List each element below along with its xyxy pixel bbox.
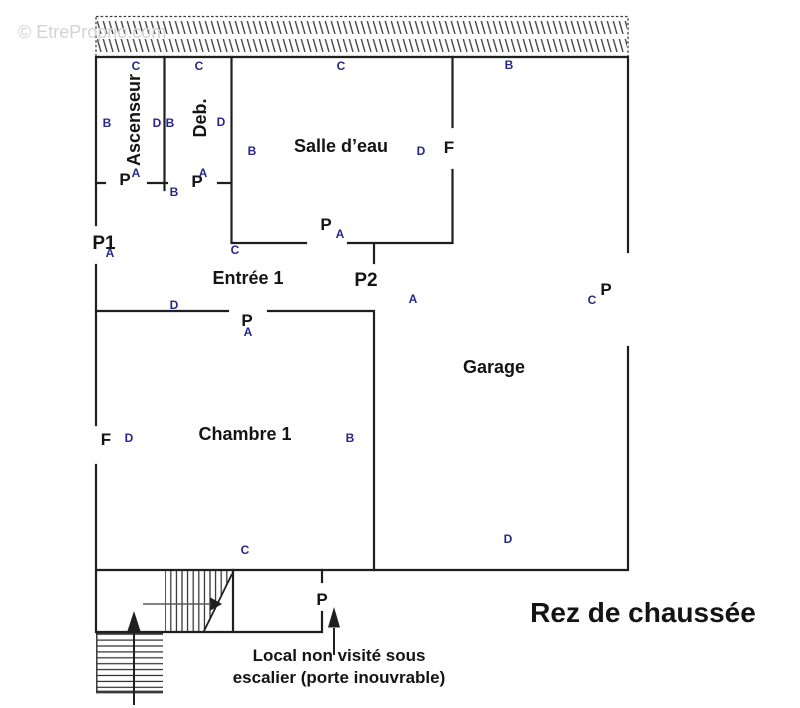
marker-d-salle-right: D [417,144,426,158]
marker-a-door-deb: A [199,166,208,180]
marker-d-chambre-window: D [125,431,134,445]
door-label-deb: P [191,172,202,191]
stairs-right-arrow-head [210,597,222,611]
room-label-entree: Entrée 1 [212,268,283,288]
marker-a-door-salle: A [336,227,345,241]
marker-c-entree-corner: C [231,243,240,257]
window-label-salle-deau: F [444,138,454,157]
annex-door-arrow-head [328,607,340,628]
hatch-row-top [97,21,627,34]
marker-b-deb-left: B [166,116,175,130]
annex-walls [94,568,324,634]
marker-d-ascenseur-right: D [153,116,162,130]
interior-walls [94,55,454,572]
outer-walls [94,55,630,634]
marker-c-salle-top: C [337,59,346,73]
room-label-ascenseur: Ascenseur [124,74,144,166]
door-label-p1: P1 [92,233,116,254]
room-label-deb: Deb. [190,98,210,137]
room-label-chambre: Chambre 1 [198,424,291,444]
marker-c-ascenseur-top: C [132,59,141,73]
marker-d-garage-bottom: D [504,532,513,546]
marker-c-deb-top: C [195,59,204,73]
watermark-text: © EtreProprio.com [18,22,166,42]
marker-a-door-ascenseur: A [132,166,141,180]
marker-a-door-p1: A [106,246,115,260]
marker-d-deb-right: D [217,115,226,129]
marker-c-chambre-bottom: C [241,543,250,557]
marker-c-garage-right: C [588,293,597,307]
marker-a-garage: A [409,292,418,306]
marker-b-below-deb: B [170,185,179,199]
note-line-2: escalier (porte inouvrable) [233,668,446,687]
room-label-salle-deau: Salle d’eau [294,136,388,156]
marker-b-ascenseur-left: B [103,116,112,130]
marker-b-salle-left: B [248,144,257,158]
marker-a-door-chambre: A [244,325,253,339]
stairs-up-arrow-head [127,611,141,631]
marker-d-chambre-top: D [170,298,179,312]
door-label-chambre: P [241,311,252,330]
marker-b-chambre-right: B [346,431,355,445]
hatch-row-bottom [97,39,627,52]
marker-b-garage-top: B [505,58,514,72]
room-label-garage: Garage [463,357,525,377]
door-label-ascenseur: P [119,170,130,189]
floor-title: Rez de chaussée [530,597,756,628]
top-hatched-wall [95,15,629,58]
note-line-1: Local non visité sous [253,646,426,665]
door-label-garage: P [600,280,611,299]
door-label-annex: P [316,590,327,609]
window-label-chambre: F [101,430,111,449]
stairs-lower-treads [97,634,163,691]
door-label-p2: P2 [354,270,377,291]
door-label-salle-deau: P [320,215,331,234]
